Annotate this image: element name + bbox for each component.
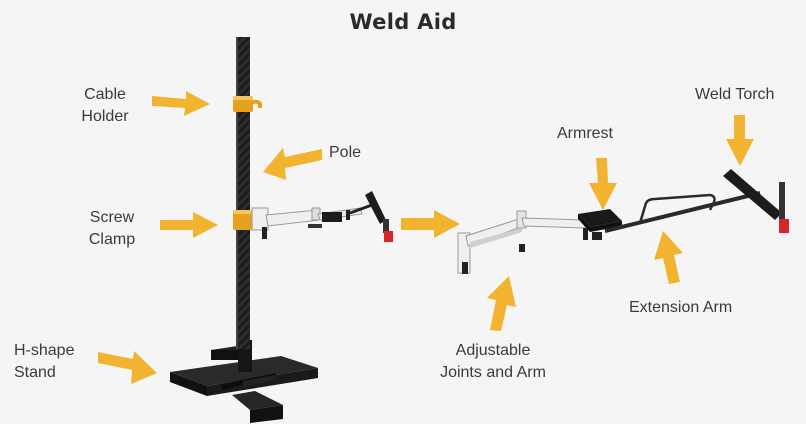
arrow-h-stand xyxy=(98,351,157,384)
arrow-cable-holder xyxy=(152,91,210,116)
h-stand xyxy=(170,340,318,423)
label-cable-holder: Cable Holder xyxy=(74,84,136,128)
label-adjustable-joints: Adjustable Joints and Arm xyxy=(425,340,561,384)
label-screw-clamp-line1: Screw xyxy=(89,209,135,226)
arrow-extension-arm xyxy=(654,231,683,284)
arrow-screw-clamp xyxy=(160,212,218,238)
label-h-stand-line1: H-shape xyxy=(14,342,75,359)
label-cable-holder-line1: Cable xyxy=(84,86,126,103)
label-screw-clamp-line2: Clamp xyxy=(88,231,136,248)
arrow-adjustable-joints xyxy=(487,276,516,331)
label-cable-holder-line2: Holder xyxy=(81,108,129,125)
extension-arm-assembly xyxy=(604,169,789,233)
diagram-title: Weld Aid xyxy=(349,10,457,34)
label-weld-torch: Weld Torch xyxy=(695,86,775,103)
adjustable-arm-assembly xyxy=(457,209,622,274)
pole xyxy=(236,37,250,349)
label-pole: Pole xyxy=(329,144,362,161)
label-screw-clamp: Screw Clamp xyxy=(82,207,142,251)
arrow-armrest xyxy=(589,158,617,210)
label-armrest: Armrest xyxy=(557,125,613,142)
label-adjustable-joints-line2: Joints and Arm xyxy=(440,364,546,381)
arrow-pole xyxy=(263,148,322,180)
cable-holder xyxy=(233,96,262,112)
label-h-stand: H-shape Stand xyxy=(14,340,74,384)
arrow-transition xyxy=(401,210,460,238)
small-arm-assembly xyxy=(265,191,393,242)
arrow-weld-torch xyxy=(726,115,754,166)
label-h-stand-line2: Stand xyxy=(14,364,56,381)
screw-clamp xyxy=(233,207,269,239)
label-extension-arm: Extension Arm xyxy=(629,299,733,316)
label-adjustable-joints-line1: Adjustable xyxy=(455,342,531,359)
